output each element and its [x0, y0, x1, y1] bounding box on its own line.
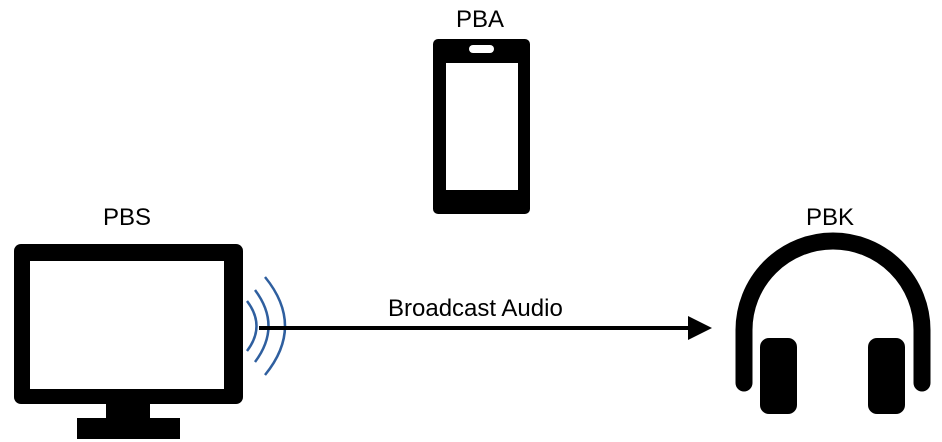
node-label-pbs: PBS: [103, 204, 152, 231]
node-label-pba: PBA: [456, 6, 505, 33]
broadcast-arrow: [259, 316, 712, 340]
monitor-icon: [14, 244, 243, 439]
smartphone-icon: [433, 39, 530, 214]
edge-label-broadcast: Broadcast Audio: [388, 295, 563, 322]
headphones-icon: [735, 232, 931, 414]
node-label-pbk: PBK: [806, 204, 855, 231]
